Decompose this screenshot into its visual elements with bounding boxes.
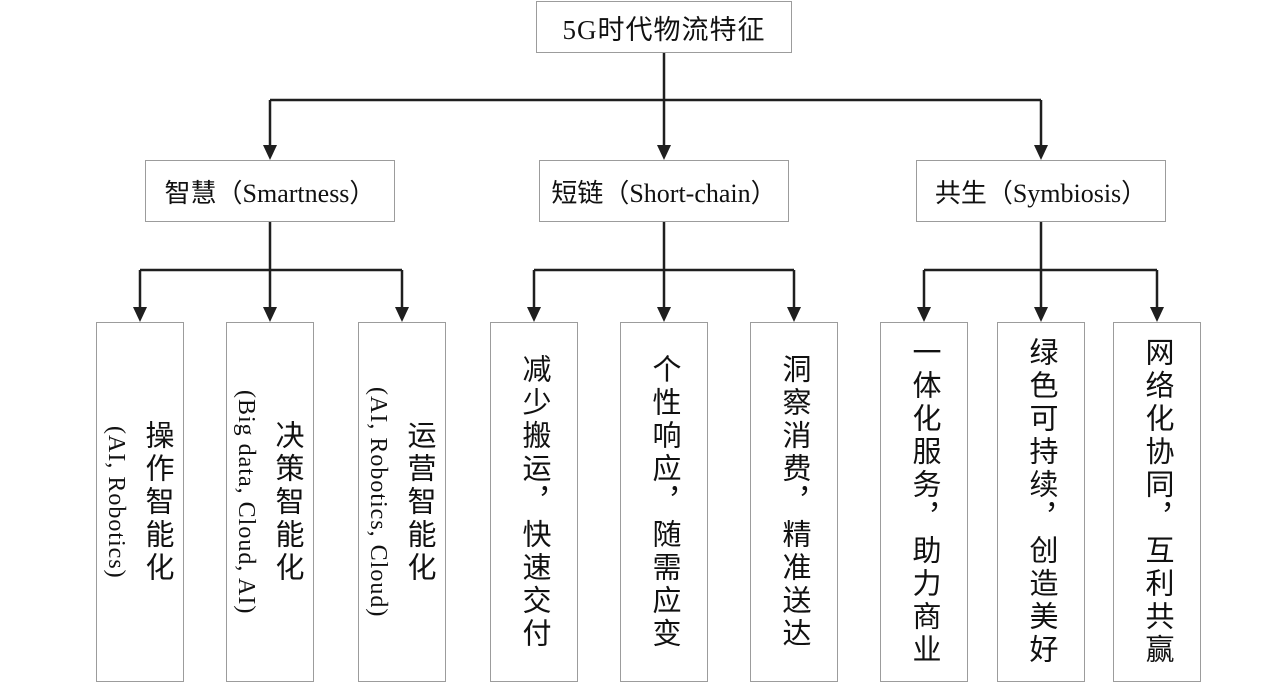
connector-shafts bbox=[138, 53, 1159, 310]
arrowhead-leaf-6 bbox=[787, 307, 801, 322]
leaf-label-en: (Big data, Cloud, AI) bbox=[233, 389, 259, 615]
arrowhead-leaf-9 bbox=[1150, 307, 1164, 322]
leaf-text: 网络化协同，互利共赢 bbox=[1136, 323, 1178, 681]
leaf-box-consumer-insight-precise-delivery: 洞察消费，精准送达 bbox=[750, 322, 838, 682]
leaf-label-zh: 决策智能化 bbox=[271, 419, 303, 585]
arrowhead-leaf-3 bbox=[395, 307, 409, 322]
leaf-box-green-sustainability: 绿色可持续，创造美好 bbox=[997, 322, 1085, 682]
branch-label-symbiosis: 共生（Symbiosis） bbox=[934, 178, 1148, 208]
leaf-text: 操作智能化 (AI, Robotics) bbox=[102, 323, 178, 681]
leaf-text: 洞察消费，精准送达 bbox=[773, 323, 815, 681]
arrowhead-leaf-7 bbox=[917, 307, 931, 322]
arrowhead-branch-2 bbox=[657, 145, 671, 160]
leaf-box-decision-intelligence: 决策智能化 (Big data, Cloud, AI) bbox=[226, 322, 314, 682]
leaf-label-en: (AI, Robotics, Cloud) bbox=[365, 386, 391, 618]
connector-lines bbox=[133, 53, 1164, 322]
leaf-box-integrated-services: 一体化服务，助力商业 bbox=[880, 322, 968, 682]
arrowhead-leaf-4 bbox=[527, 307, 541, 322]
leaf-box-operational-intelligence: 操作智能化 (AI, Robotics) bbox=[96, 322, 184, 682]
leaf-box-operations-intelligence: 运营智能化 (AI, Robotics, Cloud) bbox=[358, 322, 446, 682]
arrowhead-leaf-1 bbox=[133, 307, 147, 322]
arrowhead-branch-3 bbox=[1034, 145, 1048, 160]
leaf-label-zh: 操作智能化 bbox=[141, 419, 173, 585]
leaf-label-zh: 减少搬运，快速交付 bbox=[518, 353, 550, 651]
leaf-text: 绿色可持续，创造美好 bbox=[1020, 323, 1062, 681]
arrowhead-branch-1 bbox=[263, 145, 277, 160]
leaf-text: 一体化服务，助力商业 bbox=[903, 323, 945, 681]
leaf-label-zh: 洞察消费，精准送达 bbox=[778, 353, 810, 651]
branch-label-smartness: 智慧（Smartness） bbox=[164, 178, 376, 208]
leaf-text: 个性响应，随需应变 bbox=[643, 323, 685, 681]
leaf-label-zh: 绿色可持续，创造美好 bbox=[1025, 337, 1057, 667]
leaf-label-zh: 一体化服务，助力商业 bbox=[908, 337, 940, 667]
leaf-label-zh: 运营智能化 bbox=[403, 419, 435, 585]
leaf-text: 决策智能化 (Big data, Cloud, AI) bbox=[232, 323, 308, 681]
arrowhead-leaf-2 bbox=[263, 307, 277, 322]
leaf-label-zh: 个性响应，随需应变 bbox=[648, 353, 680, 651]
branch-label-short-chain: 短链（Short-chain） bbox=[551, 178, 777, 208]
leaf-text: 运营智能化 (AI, Robotics, Cloud) bbox=[364, 323, 440, 681]
leaf-box-network-collaboration: 网络化协同，互利共赢 bbox=[1113, 322, 1201, 682]
org-chart-5g-logistics: 5G时代物流特征 智慧（Smartness） 短链（Short-chain） 共… bbox=[96, 1, 1201, 682]
root-box: 5G时代物流特征 bbox=[536, 1, 792, 53]
leaf-box-less-handling-fast-delivery: 减少搬运，快速交付 bbox=[490, 322, 578, 682]
leaf-label-zh: 网络化协同，互利共赢 bbox=[1141, 337, 1173, 667]
root-label: 5G时代物流特征 bbox=[562, 14, 766, 45]
arrowhead-leaf-8 bbox=[1034, 307, 1048, 322]
leaf-text: 减少搬运，快速交付 bbox=[513, 323, 555, 681]
arrowhead-leaf-5 bbox=[657, 307, 671, 322]
branch-box-symbiosis: 共生（Symbiosis） bbox=[916, 160, 1166, 222]
branch-box-smartness: 智慧（Smartness） bbox=[145, 160, 395, 222]
leaf-label-en: (AI, Robotics) bbox=[103, 425, 129, 579]
leaf-box-personalized-response: 个性响应，随需应变 bbox=[620, 322, 708, 682]
branch-box-short-chain: 短链（Short-chain） bbox=[539, 160, 789, 222]
